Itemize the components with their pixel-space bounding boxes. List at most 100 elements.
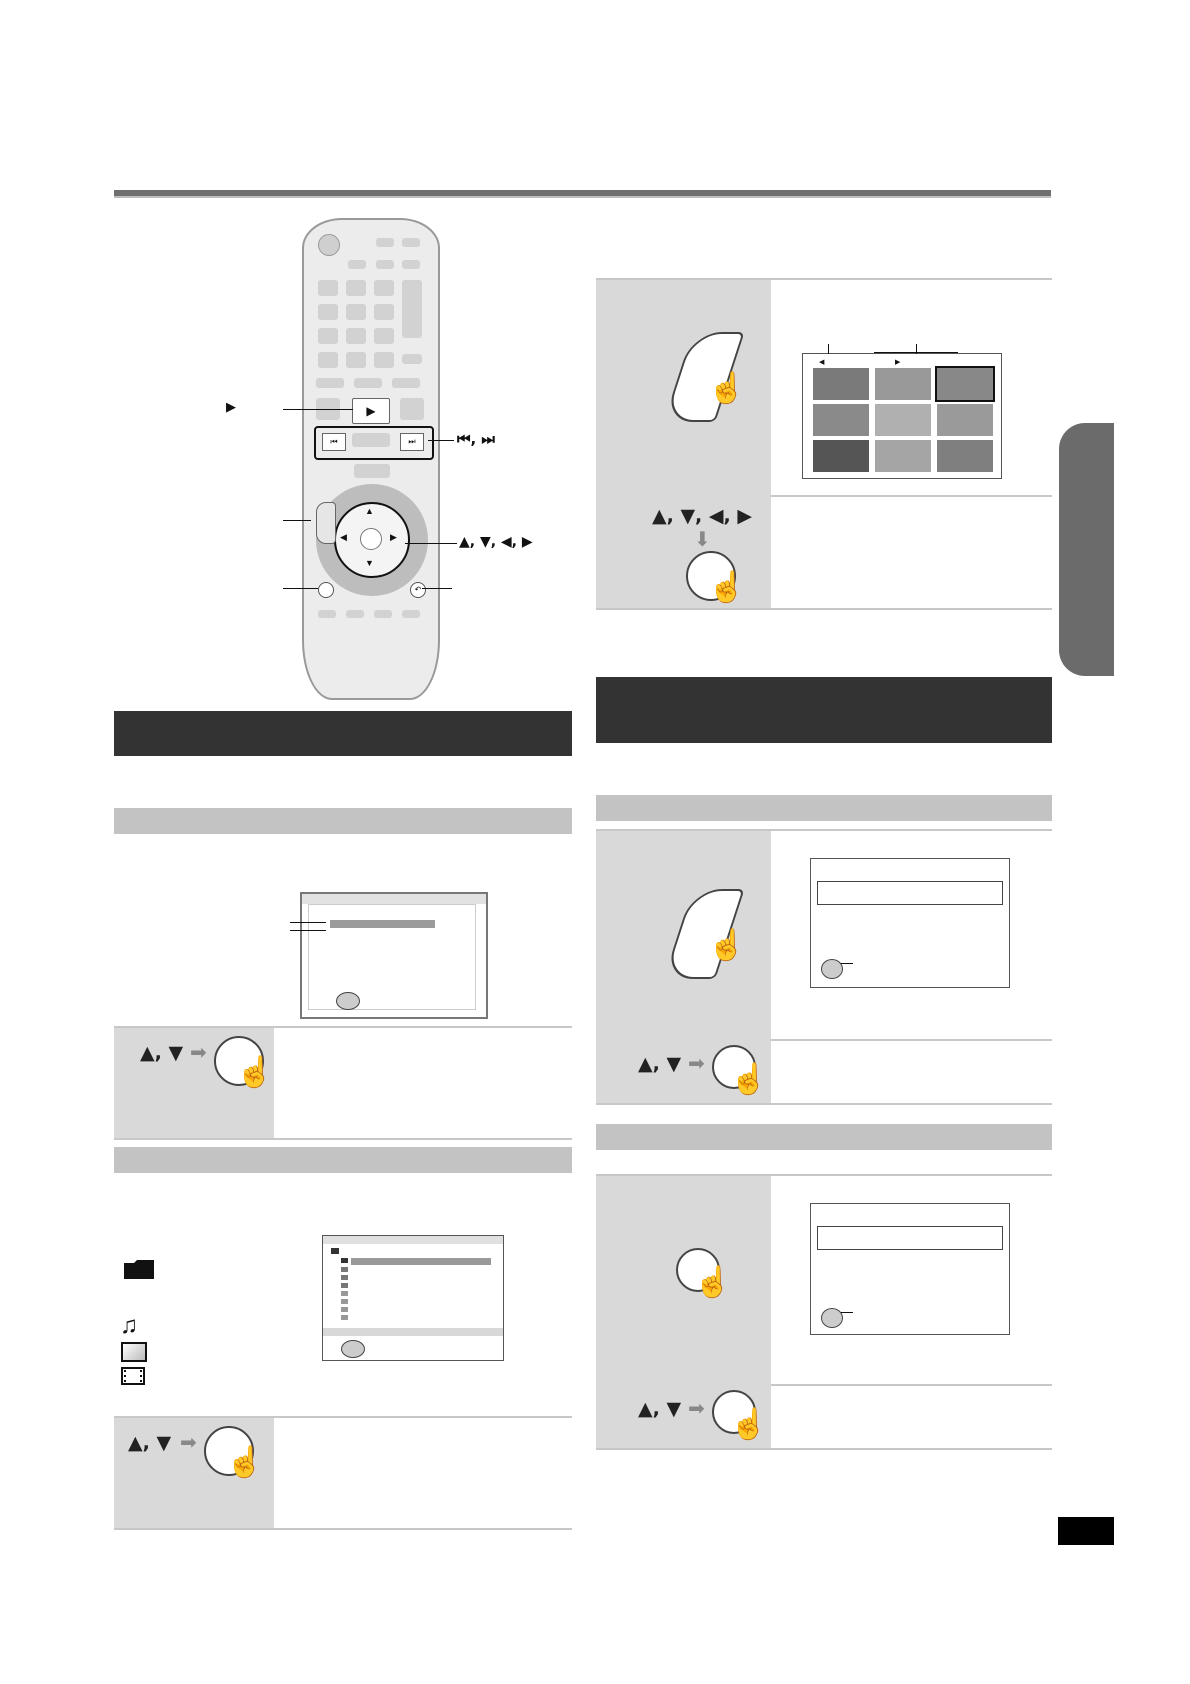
cursor-pad-icon [341,1340,365,1358]
highlighted-setting-row [817,1226,1003,1250]
thumbnail-image [937,404,993,436]
next-arrow-icon: ➡ [688,1396,705,1420]
right-section-header [596,677,1052,743]
number-key [374,352,394,368]
pressing-hand-icon: ☝ [236,1056,274,1089]
thumbnail-image [875,440,931,472]
file-icon [341,1299,348,1304]
header-rule [114,190,1051,198]
step-arrows-label: ▲, ▼ [638,1053,682,1075]
skip-callout-label: ⏮, ⏭ [457,430,495,448]
leader-line [290,930,326,931]
remote-button [318,610,336,618]
enter-button-icon [214,1036,264,1086]
step-shade [596,493,771,608]
enter-button-icon [676,1248,720,1292]
remote-play-button: ▶ [352,398,390,424]
file-icon [341,1291,348,1296]
number-key [374,304,394,320]
leader-line [422,588,452,589]
number-key [318,280,338,296]
thumbnail-image [875,368,931,400]
next-arrow-icon: ➡ [190,1040,207,1064]
remote-button [376,238,394,247]
right-page-icon: ▶ [895,359,901,366]
next-arrow-icon: ➡ [180,1430,197,1454]
pressing-hand-icon: ☝ [730,1063,768,1096]
left-section-header [114,711,572,756]
highlighted-file-row [351,1258,491,1265]
left-subsection-header-2 [114,1147,572,1173]
step-arrows-label: ▲, ▼ [140,1042,184,1064]
callout-line [841,1312,853,1313]
pressing-hand-icon: ☝ [708,372,746,405]
remote-button [402,238,420,247]
step-row: ☝ [596,829,1052,1041]
leader-line [428,440,454,441]
remote-button [402,354,422,364]
callout-line [841,963,853,964]
step-arrows-label: ▲, ▼ [128,1432,172,1454]
play-callout-label: ▶ [226,400,236,415]
number-key [318,304,338,320]
remote-button [348,260,366,269]
step-row: ☝ [596,1174,1052,1386]
step-arrows-label: ▲, ▼ [638,1398,682,1420]
number-key [374,280,394,296]
step-row: ▲, ▼ ➡ ☝ [114,1416,572,1530]
remote-power-button [318,234,340,256]
volume-rocker [402,280,422,338]
step-row: ☝ ◀ ▶ [596,278,1052,497]
leader-line [283,409,353,410]
left-page-icon: ◀ [819,359,825,366]
cursor-pad-icon [821,1308,843,1328]
pressing-hand-icon: ☝ [708,929,746,962]
enter-button-icon [712,1390,756,1434]
number-key [318,328,338,344]
remote-control: ▶ ⏮ ⏭ ▲ ▼ ◀ ▶ ↶ [302,218,440,700]
folder-icon [341,1275,348,1280]
leader-line [283,588,318,589]
setup-screen [810,858,1010,988]
screen-title-bar [302,894,486,904]
callout-bracket [828,344,829,354]
return-icon: ↶ [410,582,426,598]
folder-icon [341,1267,348,1272]
file-browser-screen [322,1235,504,1361]
up-arrow-icon: ▲ [365,506,374,516]
highlighted-setting-row [817,881,1003,905]
remote-button [346,610,364,618]
number-key [346,328,366,344]
remote-button [392,378,420,388]
pressing-hand-icon: ☝ [226,1446,264,1479]
next-arrow-icon: ➡ [688,1051,705,1075]
remote-menu-button [316,502,336,544]
file-icon [341,1307,348,1312]
folder-icon [331,1248,339,1254]
screen-title-bar [323,1236,503,1244]
step-arrows-label: ▲, ▼, ◀, ▶ [652,505,752,527]
folder-icon [341,1258,348,1263]
screen-status-bar [323,1328,503,1336]
music-note-icon: ♫ [120,1312,138,1339]
leader-line [290,922,326,923]
thumbnail-grid [813,366,995,472]
thumbnail-screen: ◀ ▶ [802,353,1002,479]
cursor-pad-icon [336,992,360,1010]
screen-inner-frame [308,904,476,1010]
step-row: ▲, ▼ ➡ ☝ [596,1382,1052,1450]
enter-button-icon [204,1426,254,1476]
thumbnail-image-selected [935,366,995,402]
thumbnail-image [875,404,931,436]
film-icon [121,1367,145,1385]
step-row: ▲, ▼, ◀, ▶ ⬇ ☝ [596,493,1052,610]
number-key [346,304,366,320]
remote-button [402,260,420,269]
remote-skip-forward-button: ⏭ [400,433,424,451]
number-key [318,352,338,368]
left-subsection-header-1 [114,808,572,834]
thumbnail-image [813,368,869,400]
right-subsection-header-1 [596,795,1052,821]
thumbnail-image [813,404,869,436]
remote-button [400,398,424,420]
